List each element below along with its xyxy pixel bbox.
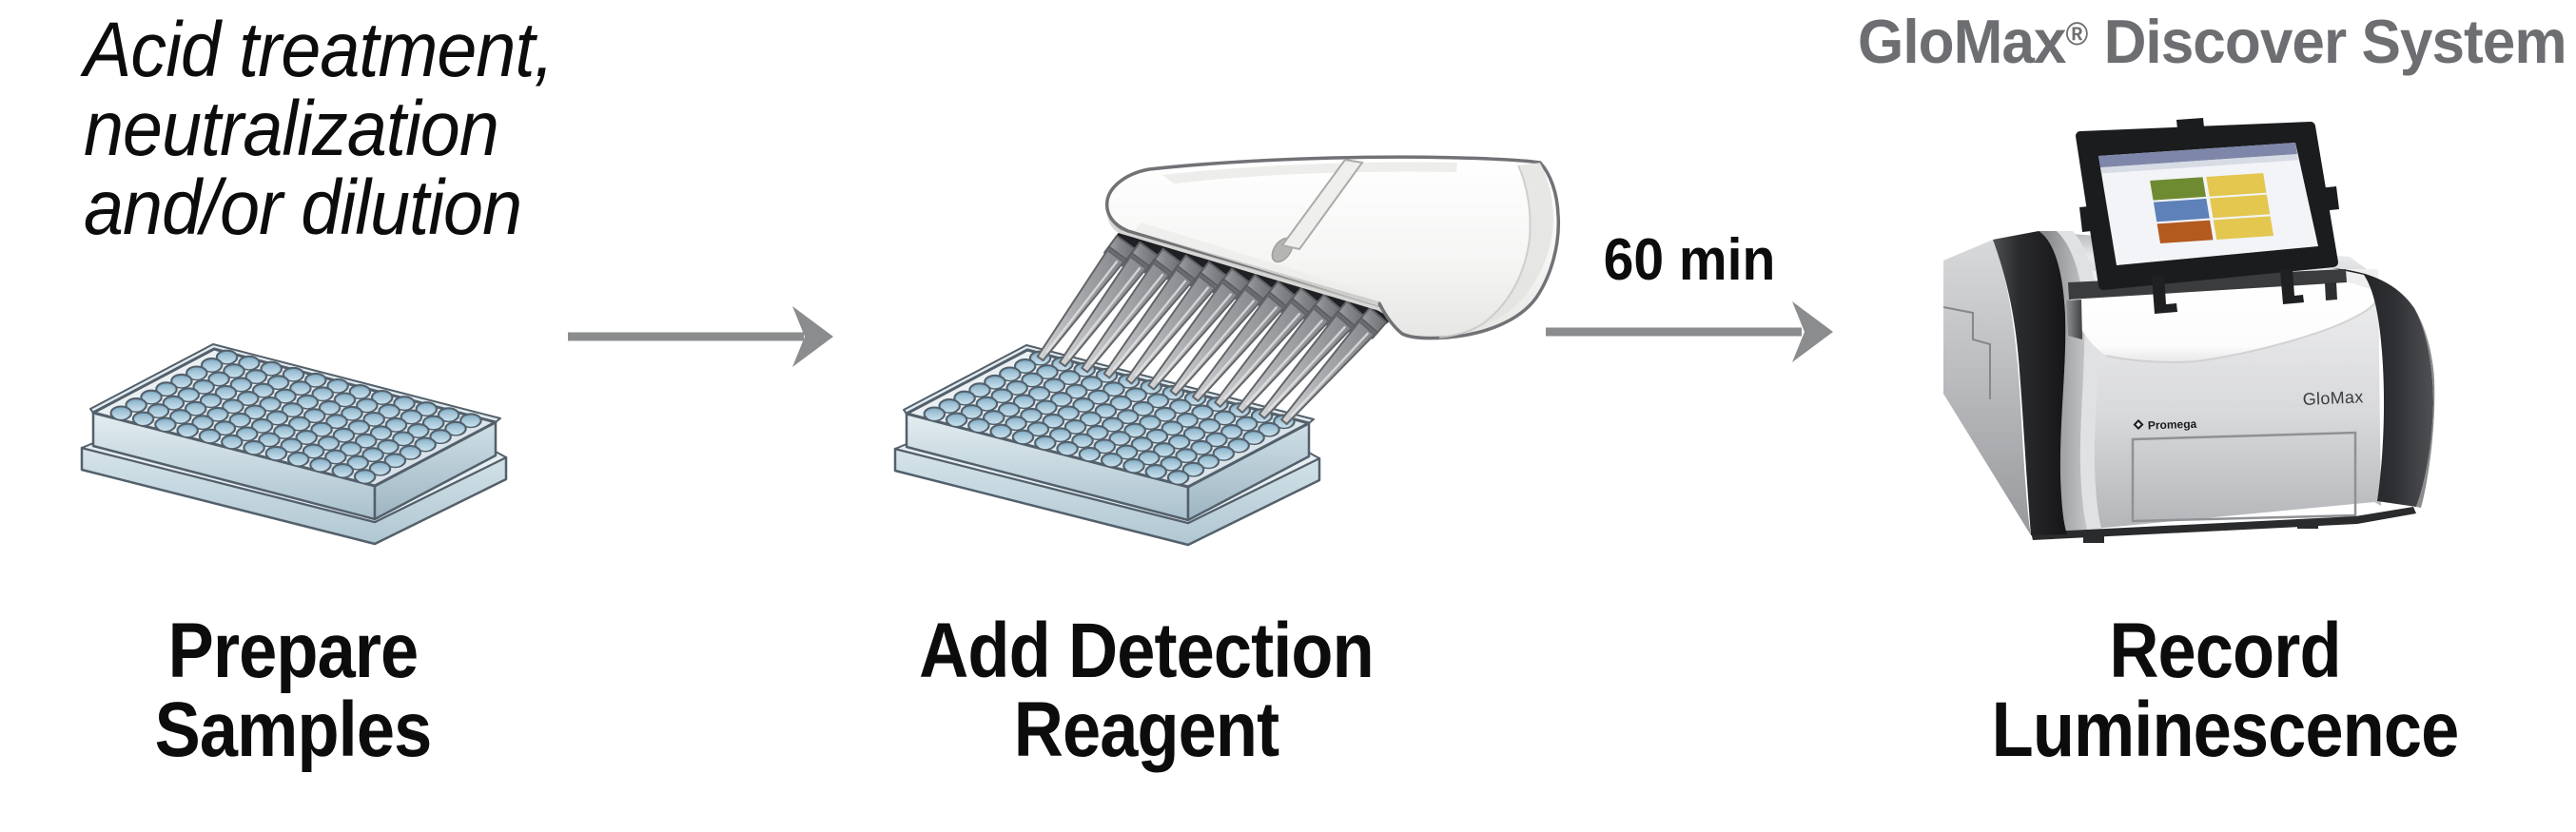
- glomax-instrument: GloMax Promega: [1942, 118, 2435, 543]
- step-1-line-1: Prepare: [167, 608, 419, 694]
- mount-hook-1: [2152, 275, 2177, 314]
- step-3-line-2: Luminescence: [1991, 687, 2460, 773]
- step-2-line-2: Reagent: [1013, 687, 1279, 773]
- instrument-title: GloMax® Discover System: [1858, 10, 2567, 83]
- step-label-prepare-samples: Prepare Samples: [67, 611, 518, 769]
- instrument-left-face: [1943, 240, 2031, 535]
- annotation-line-3: and/or dilution: [84, 164, 522, 251]
- tablet: [2076, 118, 2339, 290]
- multichannel-pipette: [1036, 155, 1561, 425]
- instrument-base: [2031, 507, 2416, 540]
- brand-logo-text: Promega: [2148, 417, 2197, 433]
- step-label-record-luminescence: Record Luminescence: [1965, 611, 2485, 769]
- device-model-label: GloMax: [2302, 387, 2364, 409]
- brand-logo: Promega: [2133, 417, 2197, 433]
- mount-hook-2: [2280, 269, 2304, 304]
- instrument-door: [2131, 431, 2357, 523]
- instrument-right-dark-band: [2332, 268, 2433, 507]
- arrow-1: [568, 306, 833, 367]
- annotation-line-2: neutralization: [84, 86, 499, 172]
- pipette-tips: [1036, 235, 1388, 425]
- step-3-line-1: Record: [2109, 608, 2341, 694]
- tablet-mount: [2066, 269, 2347, 339]
- sample-prep-annotation: Acid treatment, neutralization and/or di…: [84, 10, 554, 247]
- screen-content: [2098, 143, 2299, 244]
- instrument-title-product: GloMax: [1858, 7, 2066, 76]
- instrument-right-edge: [2414, 308, 2435, 508]
- registered-mark: ®: [2065, 16, 2089, 53]
- instrument-left-dark-band: [1993, 231, 2067, 535]
- tablet-clip-left: [2079, 205, 2100, 232]
- step-label-add-detection-reagent: Add Detection Reagent: [895, 611, 1397, 769]
- arrow-2-label: 60 min: [1603, 227, 1776, 293]
- arrow-2: [1546, 301, 1833, 362]
- annotation-line-1: Acid treatment,: [84, 7, 554, 93]
- tablet-clip-right: [2318, 186, 2339, 211]
- step-1-line-2: Samples: [154, 687, 433, 773]
- tablet-clip-top: [2176, 118, 2205, 139]
- step-2-line-1: Add Detection: [919, 608, 1375, 694]
- instrument-title-rest: Discover System: [2088, 7, 2567, 76]
